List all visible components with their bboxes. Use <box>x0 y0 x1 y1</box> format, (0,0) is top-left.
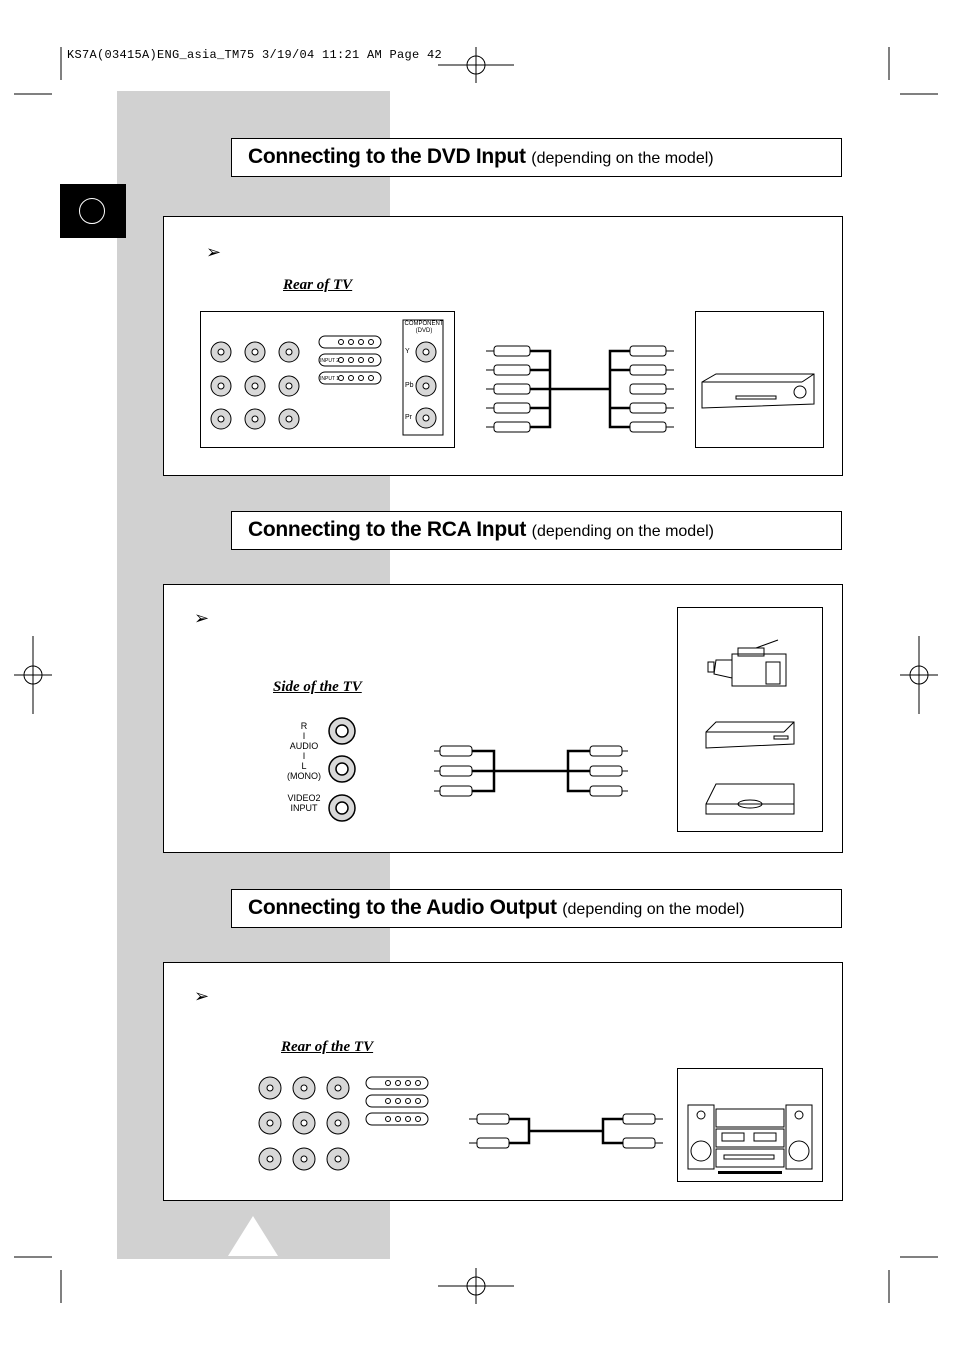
rca-devices-box <box>677 607 823 832</box>
note-arrow-icon: ➢ <box>194 986 210 1006</box>
label-video2: VIDEO2 <box>287 793 321 803</box>
stereo-system-icon <box>687 1104 813 1174</box>
section-header-rca: Connecting to the RCA Input (depending o… <box>231 511 842 550</box>
page-triangle-icon <box>228 1216 278 1256</box>
side-jacks-icon <box>328 717 356 822</box>
label-mono: (MONO) <box>287 771 321 781</box>
section-header-audio: Connecting to the Audio Output (dependin… <box>231 889 842 928</box>
caption-rear-of-the-tv: Rear of the TV <box>281 1039 374 1055</box>
section-title: Connecting to the Audio Output (dependin… <box>248 896 745 920</box>
component-cable-icon <box>486 345 674 433</box>
note-arrow-icon: ➢ <box>206 242 222 262</box>
label-r: R <box>300 721 308 731</box>
panel-audio: ➢ Rear of the TV <box>163 962 843 1201</box>
section-title: Connecting to the DVD Input (depending o… <box>248 145 714 169</box>
note-arrow-icon: ➢ <box>194 608 210 628</box>
port-label-pr: Pr <box>405 414 412 421</box>
section-header-dvd: Connecting to the DVD Input (depending o… <box>231 138 842 177</box>
section-title: Connecting to the RCA Input (depending o… <box>248 518 714 542</box>
port-label-y: Y <box>405 348 410 355</box>
tab-circle-icon <box>79 198 105 224</box>
dvd-player-icon <box>701 373 815 409</box>
label-input: INPUT <box>290 803 318 813</box>
port-label-pb: Pb <box>405 382 414 389</box>
caption-side-of-tv: Side of the TV <box>273 679 362 695</box>
jack-grid <box>210 319 444 436</box>
side-jack-labels: R I AUDIO I L (MONO) VIDEO2 INPUT <box>282 721 326 813</box>
title-text: Connecting to the DVD Input <box>248 145 526 168</box>
component-label: COMPONENT (DVD) <box>404 321 444 334</box>
subtitle-text: (depending on the model) <box>562 901 745 918</box>
input-row-label: INPUT 2 <box>320 358 340 364</box>
panel-dvd: ➢ Rear of TV <box>163 216 843 476</box>
label-audio: AUDIO <box>289 741 319 751</box>
audio-cable-icon <box>469 1113 663 1149</box>
title-text: Connecting to the Audio Output <box>248 896 557 919</box>
print-slug: KS7A(03415A)ENG_asia_TM75 3/19/04 11:21 … <box>67 48 443 62</box>
subtitle-text: (depending on the model) <box>531 523 714 540</box>
subtitle-text: (depending on the model) <box>531 150 714 167</box>
divider-mark: I <box>302 751 306 761</box>
devices-icon <box>705 639 795 815</box>
panel-rca: ➢ Side of the TV R I AUDIO I L (MONO) VI… <box>163 584 843 853</box>
caption-rear-of-tv: Rear of TV <box>283 277 353 293</box>
stereo-box <box>677 1068 823 1182</box>
tv-rear-panel: COMPONENT (DVD) Y Pb Pr INPUT 2 INPUT 1 <box>200 311 455 448</box>
title-text: Connecting to the RCA Input <box>248 518 527 541</box>
rca-cable-icon <box>434 745 628 797</box>
dvd-player-box <box>695 311 824 448</box>
input-row-label: INPUT 1 <box>320 376 340 382</box>
audio-rear-panel-icon <box>258 1076 429 1171</box>
divider-mark: I <box>302 731 306 741</box>
label-l: L <box>301 761 307 771</box>
